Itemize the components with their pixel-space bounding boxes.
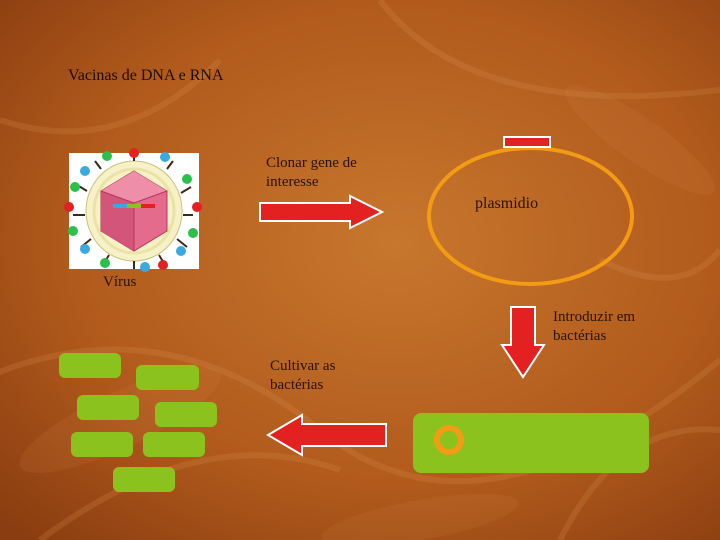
virus-label: Vírus bbox=[103, 274, 137, 290]
virus-icon bbox=[64, 148, 202, 272]
clone-gene-label: Clonar gene de interesse bbox=[266, 155, 357, 190]
bacterium-cell bbox=[113, 467, 175, 492]
plasmid-in-bacterium-icon bbox=[434, 425, 464, 455]
plasmid-label: plasmidio bbox=[475, 195, 539, 212]
bacterium-cell bbox=[136, 365, 199, 390]
cultivate-arrow-left bbox=[266, 413, 387, 457]
plasmid-ring bbox=[427, 146, 634, 286]
bacterium-cell bbox=[155, 402, 217, 427]
bacterium-cell bbox=[59, 353, 121, 378]
introduce-bacteria-label: Introduzir em bactérias bbox=[553, 309, 636, 344]
bacterium-cell bbox=[71, 432, 133, 457]
diagram-title: Vacinas de DNA e RNA bbox=[68, 67, 224, 84]
inserted-gene-bar bbox=[503, 136, 551, 148]
bacterium-cell bbox=[143, 432, 205, 457]
bacterium-cell bbox=[77, 395, 139, 420]
clone-arrow-right bbox=[259, 194, 385, 230]
cultivate-bacteria-label: Cultivar as bactérias bbox=[270, 358, 336, 393]
introduce-arrow-down bbox=[500, 306, 546, 379]
